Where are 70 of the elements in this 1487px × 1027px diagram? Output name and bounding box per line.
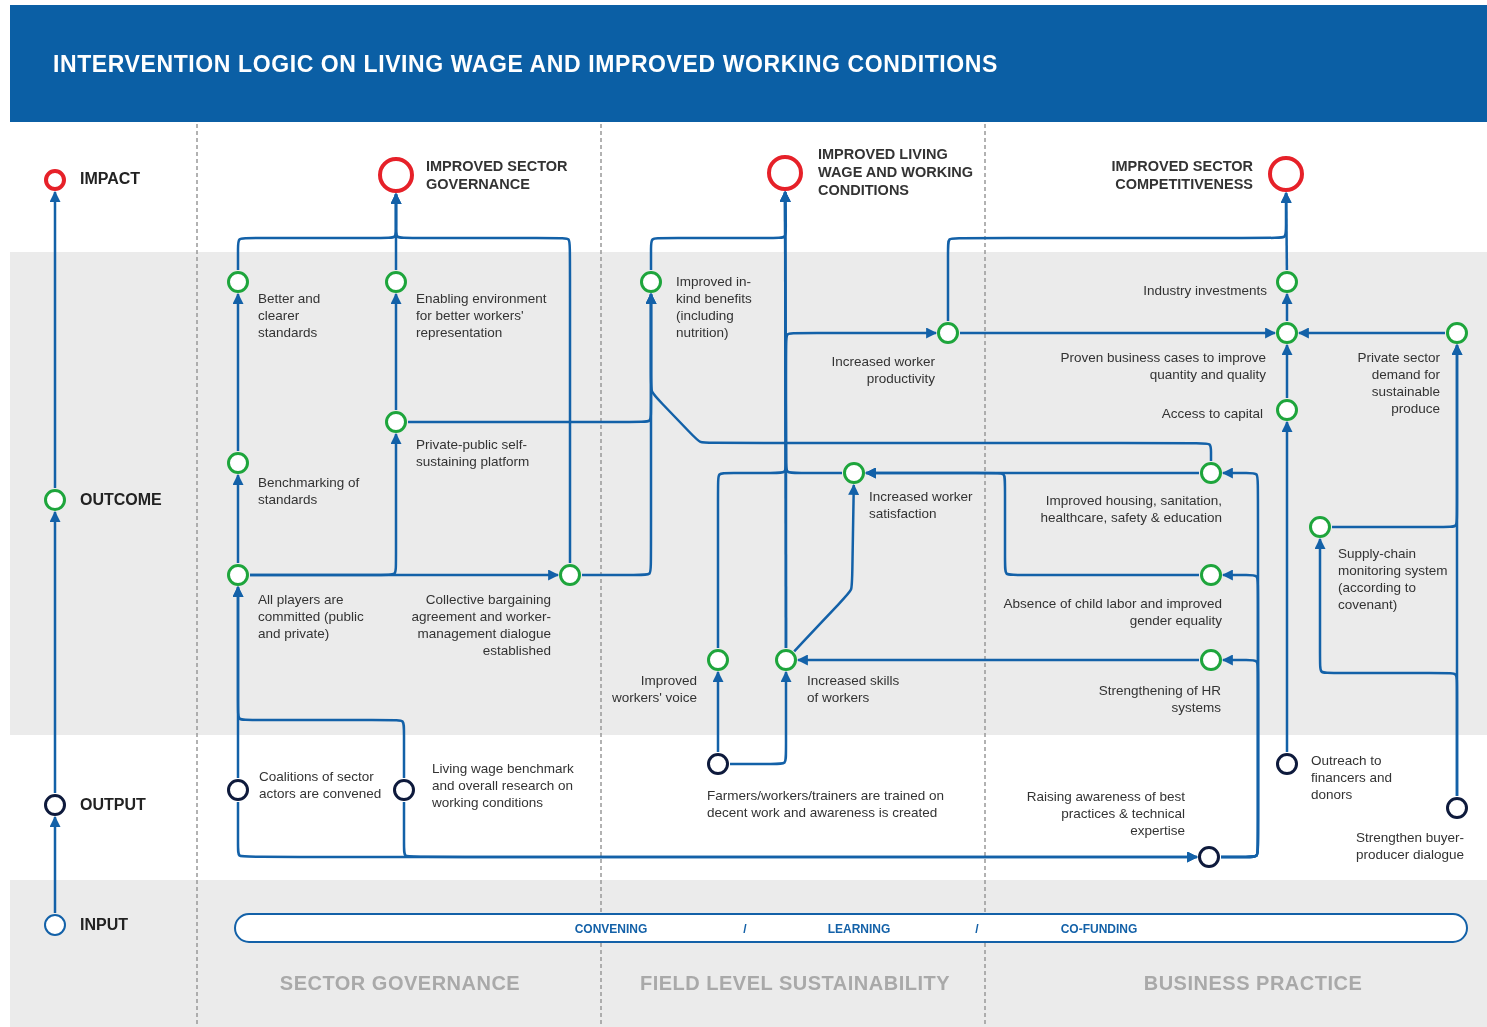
connector-arrow: [864, 467, 1199, 577]
input-label: CONVENING: [574, 922, 648, 936]
connector-arrow: [784, 327, 938, 648]
title: INTERVENTION LOGIC ON LIVING WAGE AND IMPROVED WORKING CONDITIONS: [53, 51, 998, 78]
connector-arrow: [796, 654, 1199, 666]
connector-arrow: [250, 569, 560, 581]
column-heading: SECTOR GOVERNANCE: [279, 972, 521, 995]
node-label: Better and clearer standards: [258, 290, 322, 341]
node-label: Raising awareness of best practices & technical expertise: [1025, 788, 1185, 839]
input-label: /: [975, 922, 979, 936]
node-label: Increased skills of workers: [807, 672, 901, 706]
impact-heading: IMPROVED LIVING WAGE AND WORKING CONDITIONS: [818, 145, 974, 199]
connector-arrow: [1281, 292, 1293, 321]
node-label: Increased worker productivity: [830, 353, 935, 387]
level-label: IMPACT: [80, 170, 142, 187]
node-label: Supply-chain monitoring system (according to covenant): [1338, 545, 1449, 613]
node-label: Strengthen buyer-producer dialogue: [1354, 829, 1464, 863]
connector-arrow: [793, 483, 860, 653]
connector-arrow: [232, 292, 244, 451]
node-label: Living wage benchmark and overall research on working conditions: [432, 760, 575, 811]
connector-arrow: [730, 670, 792, 766]
node-label: Industry investments: [1142, 282, 1267, 299]
connector-arrow: [649, 190, 791, 270]
node-label: All players are committed (public and private): [258, 591, 365, 642]
impact-heading: IMPROVED SECTOR COMPETITIVENESS: [1110, 157, 1253, 193]
connector-arrow: [232, 473, 244, 563]
node-label: Collective bargaining agreement and worker-management dialogue established: [410, 591, 551, 659]
node-label: Strengthening of HR systems: [1097, 682, 1221, 716]
connector-arrow: [1221, 654, 1260, 859]
connector-arrow: [49, 190, 61, 488]
connector-arrow: [390, 292, 402, 410]
node-label: Outreach to financers and donors: [1311, 752, 1394, 803]
node-label: Private-public self-sustaining platform: [416, 436, 531, 470]
node-label: Increased worker satisfaction: [869, 488, 974, 522]
node-label: Absence of child labor and improved gender equality: [1002, 595, 1222, 629]
connector-arrow: [1281, 420, 1293, 752]
input-label: /: [743, 922, 747, 936]
connector-arrow: [390, 192, 572, 563]
connector-arrow: [1314, 537, 1459, 796]
connector-arrow: [1280, 191, 1292, 270]
node-label: Proven business cases to improve quantity and quality: [1059, 349, 1266, 383]
impact-heading: IMPROVED SECTOR GOVERNANCE: [426, 157, 569, 193]
node-label: Access to capital: [1160, 405, 1263, 422]
connector-arrow: [49, 510, 61, 793]
input-label: LEARNING: [827, 922, 891, 936]
input-band: [234, 913, 1468, 943]
connector-arrow: [232, 585, 406, 778]
connector-arrow: [712, 670, 724, 752]
level-label: INPUT: [80, 916, 129, 933]
connector-arrow: [779, 190, 842, 475]
connector-arrow: [960, 327, 1277, 339]
connector-arrow: [1297, 327, 1445, 339]
connector-arrow: [49, 815, 61, 913]
node-label: Farmers/workers/trainers are trained on decent work and awareness is created: [707, 787, 946, 821]
node-label: Improved in-kind benefits (including nutrition): [676, 273, 753, 341]
connector-arrow: [645, 292, 1213, 461]
node-label: Improved workers' voice: [610, 672, 697, 706]
node-label: Private sector demand for sustainable produce: [1356, 349, 1440, 417]
node-label: Enabling environment for better workers' representation: [416, 290, 548, 341]
connector-arrow: [402, 802, 1199, 863]
column-heading: FIELD LEVEL SUSTAINABILITY: [639, 972, 951, 995]
connector-arrow: [1332, 343, 1463, 529]
connector-arrow: [1281, 343, 1293, 398]
level-label: OUTPUT: [80, 796, 147, 813]
level-label: OUTCOME: [80, 491, 163, 508]
node-label: Benchmarking of standards: [258, 474, 361, 508]
input-label: CO-FUNDING: [1060, 922, 1138, 936]
column-heading: BUSINESS PRACTICE: [1143, 972, 1363, 995]
node-label: Coalitions of sector actors are convened: [259, 768, 383, 802]
node-label: Improved housing, sanitation, healthcare, safety & education: [1039, 492, 1222, 526]
